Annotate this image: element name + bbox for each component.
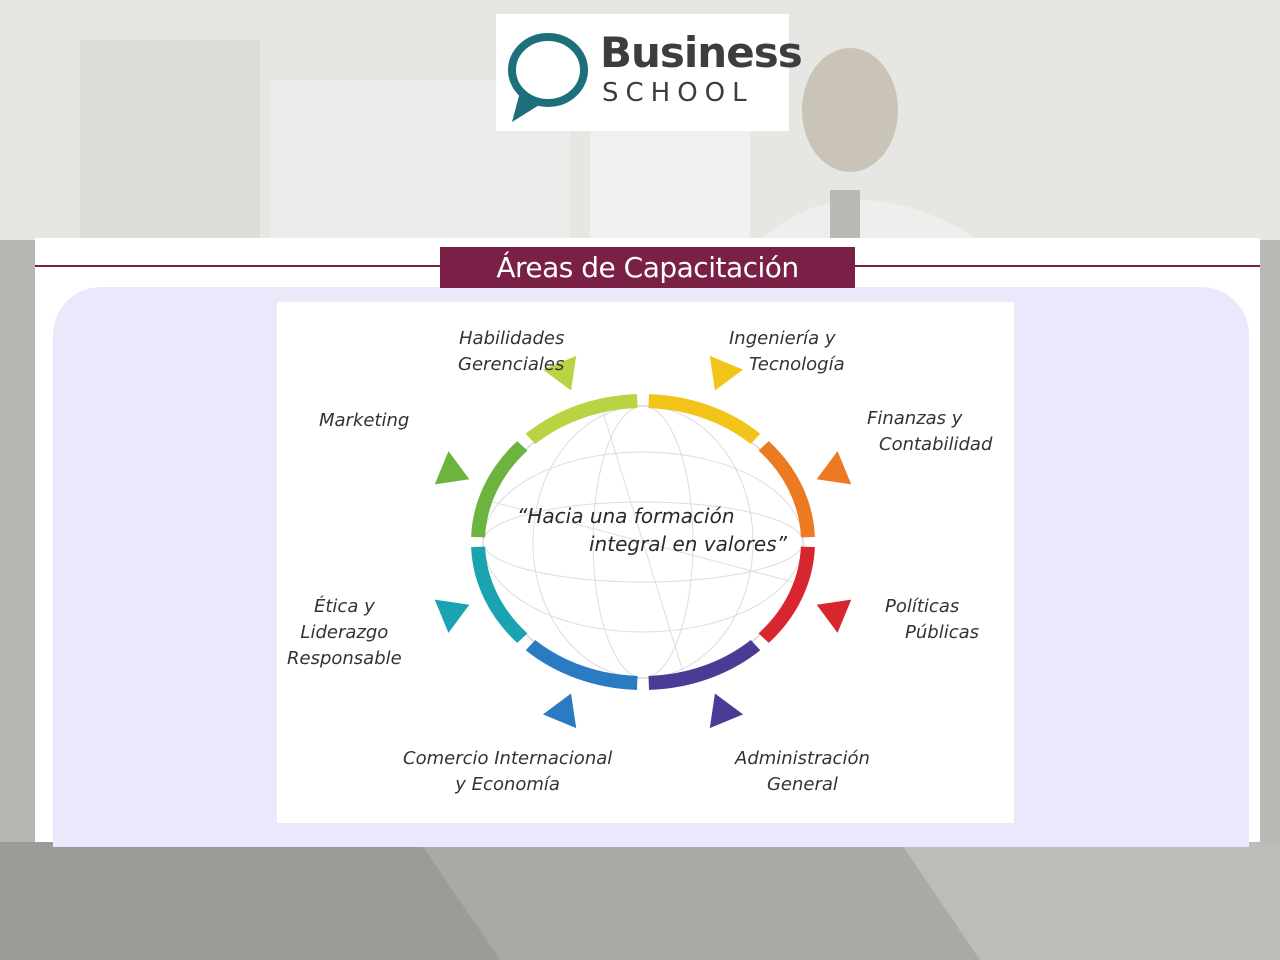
logo-text-school: SCHOOL xyxy=(602,78,754,108)
triangle-ingenieria-tecnologia-icon xyxy=(709,355,744,391)
business-school-logo: Business SCHOOL xyxy=(496,14,803,131)
label-etica-liderazgo: Ética y Liderazgo Responsable xyxy=(287,596,402,669)
segment-politicas-publicas xyxy=(758,546,815,643)
segment-comercio-internacional xyxy=(525,640,638,690)
triangle-comercio-internacional-icon xyxy=(542,693,577,729)
segment-etica-liderazgo xyxy=(471,546,528,643)
content-panel: Áreas de Capacitación “Hacia una formaci… xyxy=(35,238,1260,847)
logo-text-business: Business xyxy=(600,28,803,77)
training-areas-diagram: “Hacia una formación integral en valores… xyxy=(277,302,1014,823)
center-quote-line-1: “Hacia una formación xyxy=(517,504,735,528)
label-marketing: Marketing xyxy=(319,410,410,431)
label-ingenieria-tecnologia: Ingeniería y Tecnología xyxy=(729,328,845,375)
triangle-habilidades-gerenciales-icon xyxy=(542,355,577,391)
page-title: Áreas de Capacitación xyxy=(440,247,855,288)
segment-marketing xyxy=(471,441,528,538)
segment-finanzas-contabilidad xyxy=(758,441,815,538)
triangle-etica-liderazgo-icon xyxy=(434,599,470,633)
label-comercio-internacional: Comercio Internacional y Economía xyxy=(403,748,613,795)
wheel-graphic xyxy=(434,355,852,729)
center-quote: “Hacia una formación integral en valores… xyxy=(517,502,787,558)
globe-grid-line xyxy=(602,411,684,673)
globe-grid-line xyxy=(532,405,754,679)
triangle-politicas-publicas-icon xyxy=(816,599,852,633)
label-politicas-publicas: Políticas Públicas xyxy=(885,596,979,643)
triangle-finanzas-contabilidad-icon xyxy=(816,451,852,485)
label-habilidades-gerenciales: Habilidades Gerenciales xyxy=(458,328,565,375)
segment-administracion-general xyxy=(648,640,761,690)
triangle-administracion-general-icon xyxy=(709,693,744,729)
segment-ingenieria-tecnologia xyxy=(648,394,761,444)
label-administracion-general: Administración General xyxy=(735,748,870,795)
center-quote-line-2: integral en valores” xyxy=(589,532,787,556)
segment-habilidades-gerenciales xyxy=(525,394,638,444)
triangle-marketing-icon xyxy=(434,451,470,485)
label-finanzas-contabilidad: Finanzas y Contabilidad xyxy=(867,408,993,455)
globe-grid-line xyxy=(482,451,804,633)
speech-bubble-logo-icon xyxy=(508,33,588,122)
